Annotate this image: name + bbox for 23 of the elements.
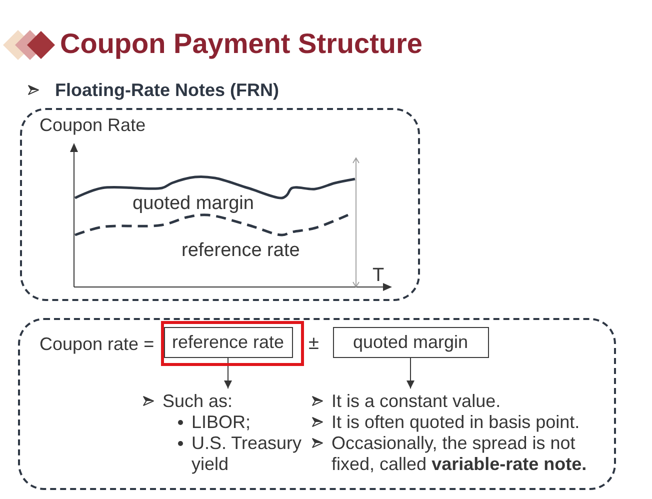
formula-text: Coupon rate = [40, 334, 154, 354]
axis-label: T [372, 264, 384, 286]
axis-label: Coupon Rate [40, 114, 146, 136]
arrow [224, 357, 232, 389]
list-item-text: It is a constant value. [332, 390, 501, 412]
chart-panel [20, 108, 420, 301]
formula-panel [18, 318, 616, 490]
arrow [406, 357, 414, 389]
term-text: reference rate [172, 332, 284, 352]
section-heading: Floating-Rate Notes (FRN) [55, 79, 279, 101]
list-item-text: Occasionally, the spread is not fixed, called variable-rate note. [332, 432, 588, 474]
highlight-frame [160, 320, 304, 366]
plus-minus-sign: ± [308, 332, 319, 354]
list-item-text: LIBOR; [192, 412, 251, 432]
term-box [164, 326, 292, 358]
list-item-text: It is often quoted in basis point. [332, 412, 580, 432]
title: Coupon Payment Structure [60, 27, 422, 61]
list-item-text: U.S. Treasury yield [192, 432, 303, 474]
term-text: quoted margin [352, 332, 468, 352]
curve-label: reference rate [182, 240, 300, 262]
list-item-text: Such as: [162, 390, 233, 412]
curve-label: quoted margin [132, 192, 254, 214]
term-box [332, 326, 488, 358]
